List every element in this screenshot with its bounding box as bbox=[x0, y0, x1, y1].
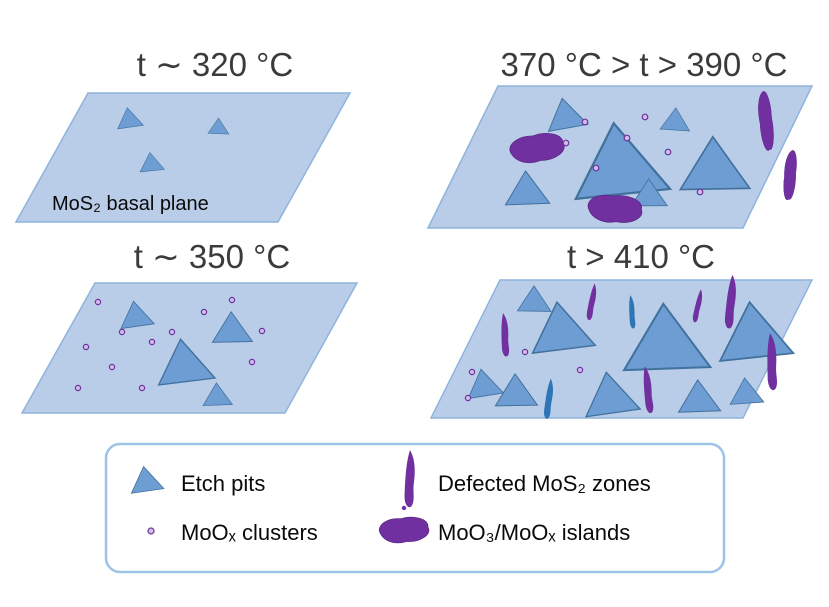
moo3-island bbox=[781, 149, 799, 201]
legend: Etch pits Defected MoS₂ zones MoOₓ clust… bbox=[104, 442, 726, 574]
panel-410: t > 410 °C bbox=[429, 238, 814, 420]
legend-defected-zones-label: Defected MoS₂ zones bbox=[438, 471, 651, 496]
moox-cluster bbox=[664, 148, 672, 156]
moox-cluster bbox=[562, 139, 570, 147]
panel-410-title: t > 410 °C bbox=[567, 238, 715, 275]
legend-box bbox=[104, 442, 726, 574]
basal-plane bbox=[14, 92, 352, 223]
legend-moo3-islands-label: MoO₃/MoOₓ islands bbox=[438, 520, 630, 545]
moox-cluster bbox=[138, 384, 146, 392]
moox-cluster bbox=[696, 188, 704, 196]
moox-cluster bbox=[168, 328, 176, 336]
panel-350: t ∼ 350 °C bbox=[20, 238, 359, 414]
basal-plane-label: MoS₂ basal plane bbox=[52, 193, 209, 215]
moox-cluster bbox=[82, 343, 90, 351]
moox-cluster bbox=[118, 328, 126, 336]
panel-370-390-title: 370 °C > t > 390 °C bbox=[501, 46, 788, 83]
moox-cluster bbox=[468, 368, 476, 376]
panel-350-title: t ∼ 350 °C bbox=[134, 238, 290, 275]
moox-cluster bbox=[108, 363, 116, 371]
moox-cluster bbox=[581, 118, 589, 126]
moox-cluster bbox=[248, 358, 256, 366]
legend-defected-zone-dot bbox=[401, 505, 407, 511]
legend-etch-pits-label: Etch pits bbox=[181, 471, 265, 496]
moox-cluster bbox=[464, 394, 472, 402]
moox-cluster bbox=[641, 113, 649, 121]
moox-cluster bbox=[94, 298, 102, 306]
moox-cluster bbox=[148, 338, 156, 346]
moox-cluster bbox=[521, 348, 529, 356]
moox-cluster bbox=[623, 134, 631, 142]
moox-cluster bbox=[576, 366, 584, 374]
moox-cluster bbox=[228, 296, 236, 304]
moox-cluster bbox=[592, 164, 600, 172]
panel-320-title: t ∼ 320 °C bbox=[137, 46, 293, 83]
legend-moox-clusters-label: MoOₓ clusters bbox=[181, 520, 318, 545]
moox-cluster bbox=[74, 384, 82, 392]
panel-320: t ∼ 320 °C MoS₂ basal plane bbox=[14, 46, 352, 223]
panel-370-390: 370 °C > t > 390 °C bbox=[426, 46, 814, 229]
legend-moox-cluster-icon bbox=[147, 527, 155, 535]
moox-cluster bbox=[258, 327, 266, 335]
moox-cluster bbox=[200, 308, 208, 316]
basal-plane bbox=[20, 282, 359, 414]
basal-plane bbox=[429, 279, 814, 419]
